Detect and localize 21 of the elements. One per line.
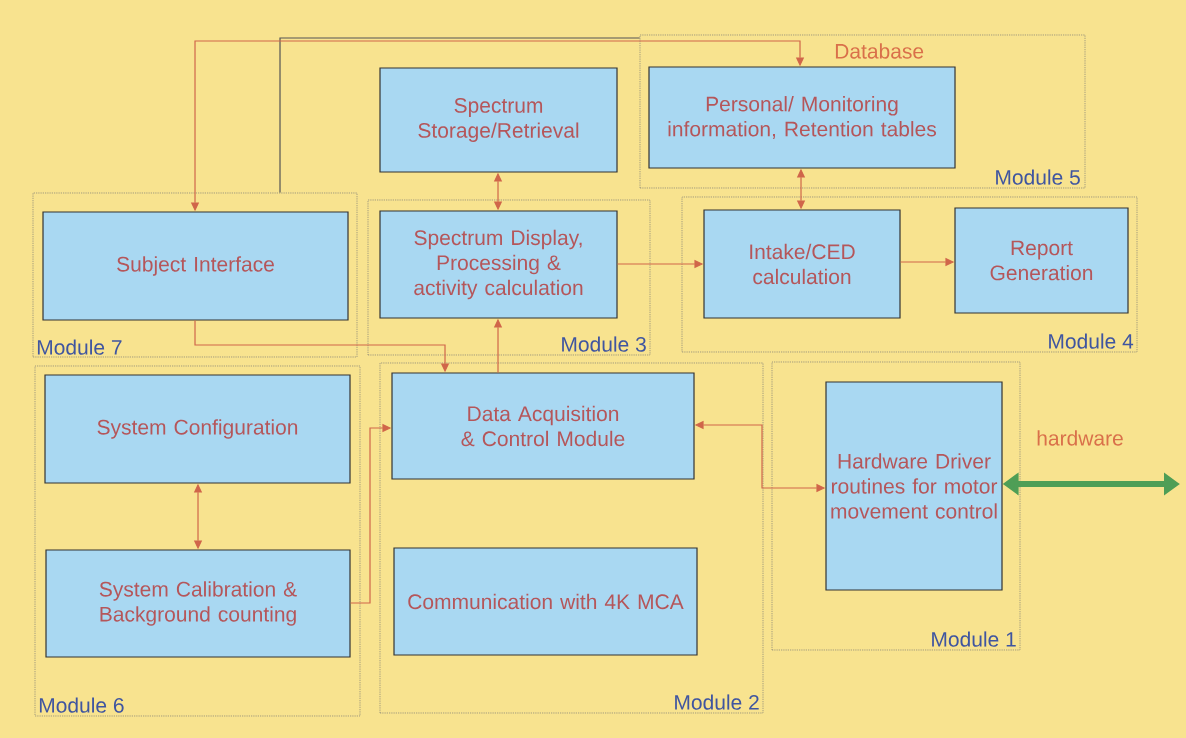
process-box: Intake/CED calculation — [703, 209, 901, 319]
connector-line — [279, 37, 641, 194]
section-label: Database — [835, 43, 924, 59]
process-box: Communication with 4K MCA — [393, 547, 698, 656]
process-box: Personal/ Monitoring information, Retention tables — [648, 66, 956, 169]
module-label: Module 7 — [37, 339, 122, 355]
process-box: Data Acquisition & Control Module — [391, 372, 695, 480]
module-label: Module 1 — [932, 631, 1016, 647]
edge-label: hardware — [1034, 428, 1126, 448]
process-box: Hardware Driver routines for motor movement control — [825, 381, 1003, 591]
module-label: Module 4 — [1049, 333, 1134, 349]
process-box: System Configuration — [44, 374, 351, 484]
module-label: Module 2 — [675, 694, 759, 710]
module-label: Module 3 — [562, 336, 646, 352]
module-label: Module 6 — [39, 697, 124, 713]
process-box: System Calibration & Background counting — [45, 549, 351, 658]
process-box: Spectrum Display, Processing & activity calculation — [379, 210, 618, 319]
process-box: Spectrum Storage/Retrieval — [379, 67, 618, 173]
module-label: Module 5 — [996, 169, 1080, 185]
process-box: Report Generation — [954, 207, 1129, 314]
process-box: Subject Interface — [42, 211, 349, 321]
